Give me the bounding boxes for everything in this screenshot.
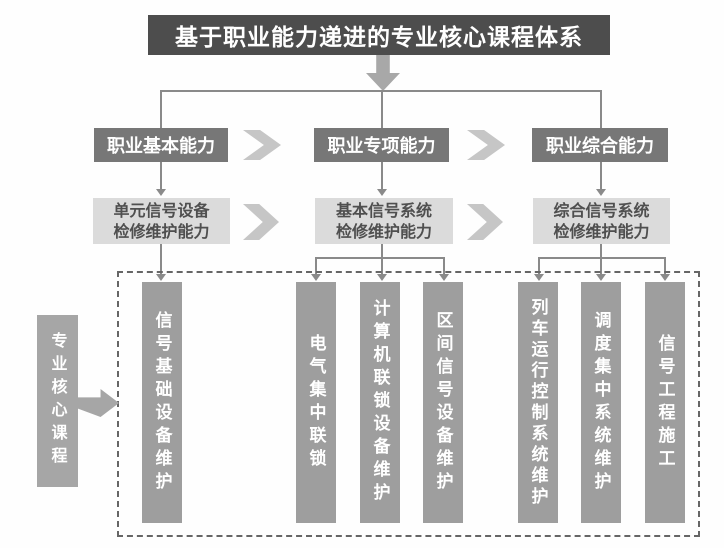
arrow-line-col2 [381, 162, 383, 190]
competency-comprehensive-system: 综合信号系统 检修维护能力 [533, 198, 670, 244]
arrowhead-col1 [156, 189, 166, 196]
branch-drop [443, 257, 445, 275]
course-label: 计算机联锁设备维护 [369, 299, 390, 506]
level-basic-ability: 职业基本能力 [94, 128, 228, 162]
level-comprehensive-ability: 职业综合能力 [532, 128, 668, 162]
side-label-core-courses: 专业核心课程 [37, 315, 78, 487]
right-arrow-icon [78, 389, 119, 417]
core-courses-frame [117, 271, 700, 537]
branch-drop [664, 257, 666, 275]
branch-drop [538, 257, 540, 275]
competency-line2: 检修维护能力 [335, 222, 432, 241]
branch-drop [315, 257, 317, 275]
level-basic-label: 职业基本能力 [107, 136, 215, 157]
competency-line2: 检修维护能力 [553, 222, 650, 241]
chevron-right-icon [467, 130, 505, 160]
level-special-label: 职业专项能力 [327, 136, 436, 157]
branch-stem-col3 [600, 244, 602, 259]
level-special-ability: 职业专项能力 [314, 128, 449, 162]
branch-arrowhead [439, 274, 449, 281]
arrow-line-col1 [160, 162, 162, 190]
course-label: 信号基础设备维护 [151, 310, 172, 495]
branch-line-col1 [160, 244, 162, 275]
branch-arrowhead [311, 274, 321, 281]
branch-arrowhead [156, 274, 166, 281]
competency-unit-signal: 单元信号设备 检修维护能力 [93, 198, 230, 244]
course-bar-electric-centralized-interlocking: 电气集中联锁 [296, 282, 336, 523]
arrowhead-col2 [377, 189, 387, 196]
course-label: 电气集中联锁 [305, 333, 326, 472]
branch-arrowhead [377, 274, 387, 281]
course-bar-signal-engineering: 信号工程施工 [645, 282, 685, 523]
branch-arrowhead [534, 274, 544, 281]
course-label: 区间信号设备维护 [432, 310, 453, 495]
connector-top-left [160, 90, 162, 128]
arrowhead-col3 [596, 189, 606, 196]
course-bar-signal-basic-equipment: 信号基础设备维护 [142, 282, 182, 523]
course-bar-dispatch-centralized-system: 调度集中系统维护 [581, 282, 621, 523]
chevron-right-icon [243, 130, 281, 160]
chevron-right-icon [243, 204, 279, 240]
competency-line1: 单元信号设备 [113, 201, 210, 220]
branch-arrowhead [660, 274, 670, 281]
connector-top-right [600, 90, 602, 128]
down-arrow-icon [366, 55, 400, 91]
diagram-title: 基于职业能力递进的专业核心课程体系 [148, 15, 610, 55]
competency-line1: 综合信号系统 [553, 201, 650, 220]
branch-stem-col2 [381, 244, 383, 259]
course-bar-train-control-system: 列车运行控制系统维护 [518, 282, 558, 523]
competency-line1: 基本信号系统 [335, 201, 432, 220]
arrow-line-col3 [600, 162, 602, 190]
course-bar-block-signal-equipment: 区间信号设备维护 [423, 282, 463, 523]
course-label: 列车运行控制系统维护 [527, 297, 548, 508]
course-label: 调度集中系统维护 [590, 310, 611, 495]
course-bar-computer-interlocking: 计算机联锁设备维护 [360, 282, 400, 523]
branch-drop [600, 257, 602, 275]
connector-top-center [381, 90, 383, 128]
branch-horizontal-col3 [538, 257, 666, 259]
chevron-right-icon [467, 204, 503, 240]
competency-basic-system: 基本信号系统 检修维护能力 [315, 198, 453, 244]
branch-horizontal-col2 [315, 257, 445, 259]
side-label-text: 专业核心课程 [48, 332, 68, 470]
course-label: 信号工程施工 [654, 333, 675, 472]
level-comprehensive-label: 职业综合能力 [546, 136, 654, 157]
branch-arrowhead [596, 274, 606, 281]
branch-drop [381, 257, 383, 275]
competency-line2: 检修维护能力 [113, 222, 210, 241]
